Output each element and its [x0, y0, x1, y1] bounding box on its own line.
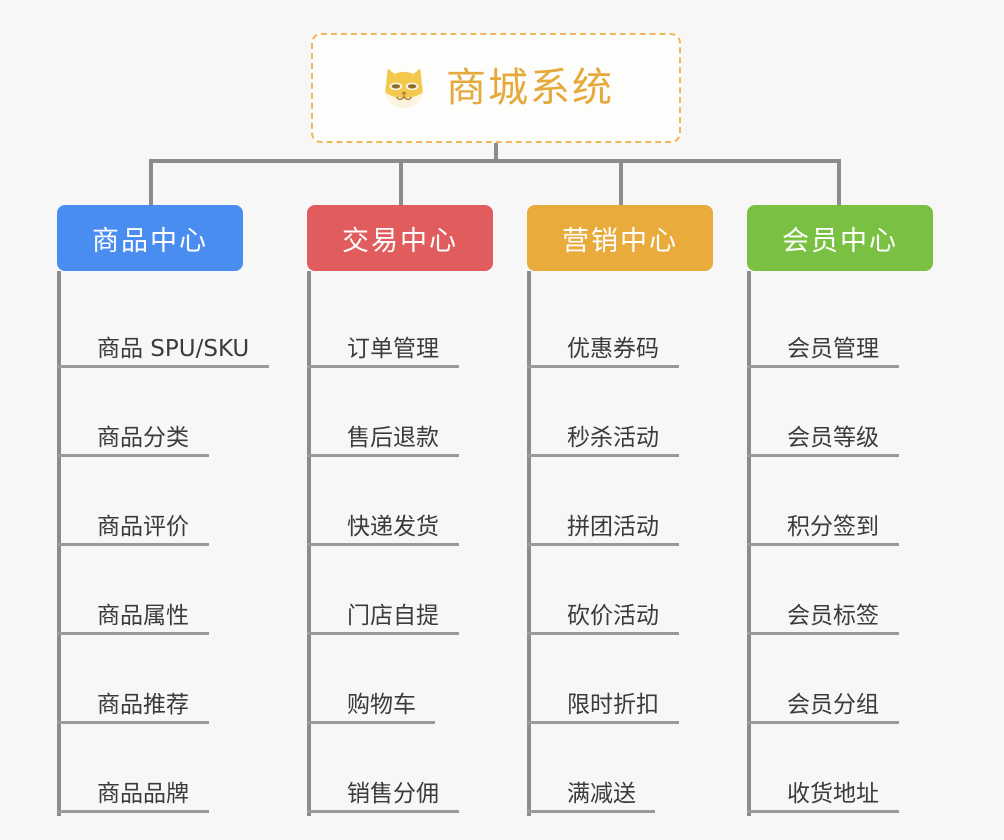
leaf-underline	[747, 810, 899, 813]
leaf-underline	[747, 632, 899, 635]
leaf-underline	[527, 810, 655, 813]
leaf-item[interactable]: 订单管理	[307, 279, 493, 368]
root-node[interactable]: 商城系统	[311, 33, 681, 143]
leaf-underline	[307, 365, 459, 368]
leaf-item-label: 商品品牌	[97, 780, 189, 807]
column-trade-center: 交易中心订单管理售后退款快递发货门店自提购物车销售分佣	[307, 205, 493, 816]
leaf-item-label: 商品 SPU/SKU	[97, 335, 250, 362]
leaf-item-label: 满减送	[567, 780, 636, 807]
leaf-underline	[307, 632, 459, 635]
category-box-product-center[interactable]: 商品中心	[57, 205, 243, 271]
leaf-item[interactable]: 购物车	[307, 635, 493, 724]
leaf-item[interactable]: 秒杀活动	[527, 368, 713, 457]
leaf-item[interactable]: 会员分组	[747, 635, 933, 724]
leaf-underline	[747, 365, 899, 368]
leaf-underline	[57, 454, 209, 457]
leaf-item[interactable]: 商品推荐	[57, 635, 243, 724]
leaf-underline	[307, 721, 435, 724]
leaf-underline	[57, 365, 269, 368]
leaf-item-label: 会员等级	[787, 424, 879, 451]
leaf-item[interactable]: 售后退款	[307, 368, 493, 457]
leaf-item-label: 售后退款	[347, 424, 439, 451]
shiba-dog-icon	[378, 62, 430, 114]
leaf-underline	[307, 543, 459, 546]
leaf-underline	[307, 810, 459, 813]
leaf-item[interactable]: 商品 SPU/SKU	[57, 279, 269, 368]
leaf-underline	[527, 543, 679, 546]
leaf-item-label: 商品属性	[97, 602, 189, 629]
leaf-item[interactable]: 会员标签	[747, 546, 933, 635]
leaf-item-label: 销售分佣	[347, 780, 439, 807]
leaf-underline	[527, 632, 679, 635]
leaf-underline	[527, 365, 679, 368]
leaf-item-label: 砍价活动	[567, 602, 659, 629]
leaf-item[interactable]: 销售分佣	[307, 724, 493, 813]
leaf-item[interactable]: 会员等级	[747, 368, 933, 457]
column-marketing-center: 营销中心优惠券码秒杀活动拼团活动砍价活动限时折扣满减送	[527, 205, 713, 816]
leaf-item-label: 订单管理	[347, 335, 439, 362]
leaf-item-label: 限时折扣	[567, 691, 659, 718]
leaf-item-label: 会员管理	[787, 335, 879, 362]
column-product-center: 商品中心商品 SPU/SKU 商品分类商品评价商品属性商品推荐商品品牌	[57, 205, 269, 816]
leaf-list-member-center: 会员管理会员等级积分签到会员标签会员分组收货地址	[747, 271, 933, 816]
leaf-item[interactable]: 商品属性	[57, 546, 243, 635]
leaf-item-label: 收货地址	[787, 780, 879, 807]
leaf-list-product-center: 商品 SPU/SKU 商品分类商品评价商品属性商品推荐商品品牌	[57, 271, 269, 816]
leaf-item-label: 商品分类	[97, 424, 189, 451]
leaf-underline	[307, 454, 459, 457]
leaf-item[interactable]: 收货地址	[747, 724, 933, 813]
leaf-item[interactable]: 拼团活动	[527, 457, 713, 546]
leaf-item-label: 拼团活动	[567, 513, 659, 540]
leaf-underline	[57, 543, 209, 546]
root-trunk-horizontal	[149, 159, 840, 163]
leaf-item-label: 会员分组	[787, 691, 879, 718]
leaf-underline	[747, 543, 899, 546]
leaf-underline	[57, 632, 209, 635]
branch-connector-2	[619, 159, 623, 207]
column-member-center: 会员中心会员管理会员等级积分签到会员标签会员分组收货地址	[747, 205, 933, 816]
leaf-item-label: 会员标签	[787, 602, 879, 629]
leaf-item[interactable]: 优惠券码	[527, 279, 713, 368]
leaf-item[interactable]: 满减送	[527, 724, 713, 813]
leaf-underline	[57, 810, 209, 813]
leaf-underline	[57, 721, 209, 724]
leaf-item-label: 秒杀活动	[567, 424, 659, 451]
leaf-underline	[747, 721, 899, 724]
leaf-item-label: 购物车	[347, 691, 416, 718]
leaf-list-marketing-center: 优惠券码秒杀活动拼团活动砍价活动限时折扣满减送	[527, 271, 713, 816]
branch-connector-1	[399, 159, 403, 207]
leaf-item[interactable]: 商品评价	[57, 457, 243, 546]
leaf-item[interactable]: 会员管理	[747, 279, 933, 368]
leaf-item-label: 门店自提	[347, 602, 439, 629]
leaf-underline	[527, 721, 679, 724]
leaf-item[interactable]: 快递发货	[307, 457, 493, 546]
leaf-item[interactable]: 商品品牌	[57, 724, 243, 813]
leaf-underline	[747, 454, 899, 457]
leaf-item-label: 优惠券码	[567, 335, 659, 362]
leaf-item-label: 商品评价	[97, 513, 189, 540]
leaf-underline	[527, 454, 679, 457]
branch-connector-0	[149, 159, 153, 207]
root-trunk-vertical	[494, 143, 498, 162]
leaf-list-trade-center: 订单管理售后退款快递发货门店自提购物车销售分佣	[307, 271, 493, 816]
branch-connector-3	[837, 159, 841, 207]
leaf-item[interactable]: 限时折扣	[527, 635, 713, 724]
category-box-member-center[interactable]: 会员中心	[747, 205, 933, 271]
page-title: 商城系统	[446, 65, 614, 111]
leaf-item[interactable]: 砍价活动	[527, 546, 713, 635]
leaf-item[interactable]: 积分签到	[747, 457, 933, 546]
category-box-trade-center[interactable]: 交易中心	[307, 205, 493, 271]
category-box-marketing-center[interactable]: 营销中心	[527, 205, 713, 271]
leaf-item[interactable]: 门店自提	[307, 546, 493, 635]
leaf-item-label: 积分签到	[787, 513, 879, 540]
leaf-item-label: 快递发货	[347, 513, 439, 540]
leaf-item[interactable]: 商品分类	[57, 368, 243, 457]
leaf-item-label: 商品推荐	[97, 691, 189, 718]
